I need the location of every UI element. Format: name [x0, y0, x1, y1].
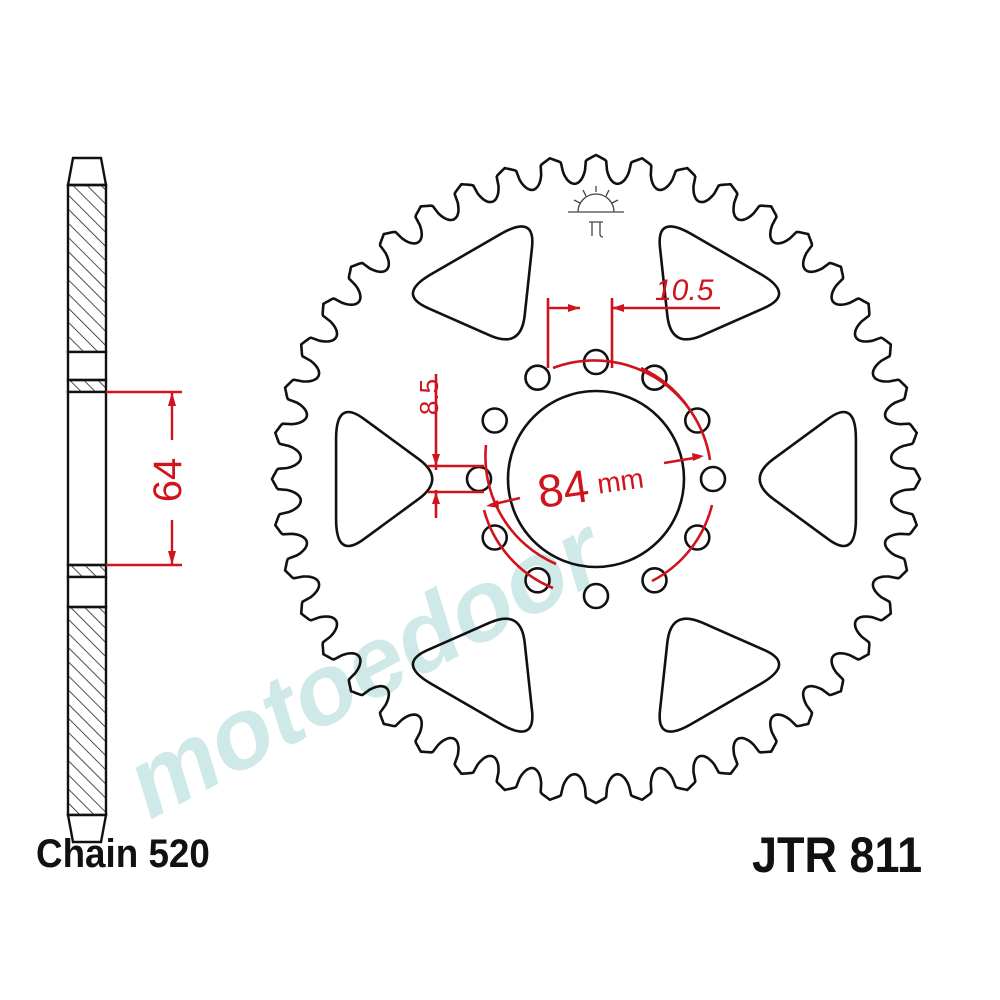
part-number-label: JTR 811: [752, 827, 923, 883]
bolt-hole-diameter-label: 10.5: [655, 274, 714, 307]
pcd-unit-label: mm: [595, 462, 646, 499]
bolt-hole: [641, 364, 668, 392]
bolt-hole: [699, 465, 727, 493]
lightening-window: [658, 225, 781, 341]
bolt-hole: [582, 582, 610, 610]
bolt-hole: [524, 566, 551, 594]
bolt-hole: [641, 566, 668, 594]
offset-label: 8.5: [414, 379, 444, 415]
watermark-text: motoedoor: [108, 493, 626, 839]
lightening-window: [411, 225, 534, 341]
chain-size-label: Chain 520: [36, 832, 210, 876]
sprocket-teeth-outline: [270, 153, 922, 805]
hub-thickness-label: 64: [146, 458, 190, 503]
bolt-hole: [683, 524, 711, 551]
bolt-hole: [481, 524, 509, 551]
lightening-window: [758, 410, 858, 548]
bolt-hole: [524, 364, 551, 392]
center-bore: [506, 389, 686, 569]
jt-logo-icon: [568, 186, 624, 238]
lightening-window: [334, 410, 434, 548]
bolt-hole: [481, 407, 509, 434]
bolt-hole: [683, 407, 711, 434]
sprocket-front-view: [270, 153, 922, 805]
side-profile: [66, 156, 108, 844]
bolt-circle-dimension: [428, 298, 720, 590]
pcd-value-label: 84: [534, 459, 592, 518]
hub-thickness-dimension: [106, 390, 182, 567]
lightening-window: [411, 617, 534, 733]
lightening-window: [658, 617, 781, 733]
